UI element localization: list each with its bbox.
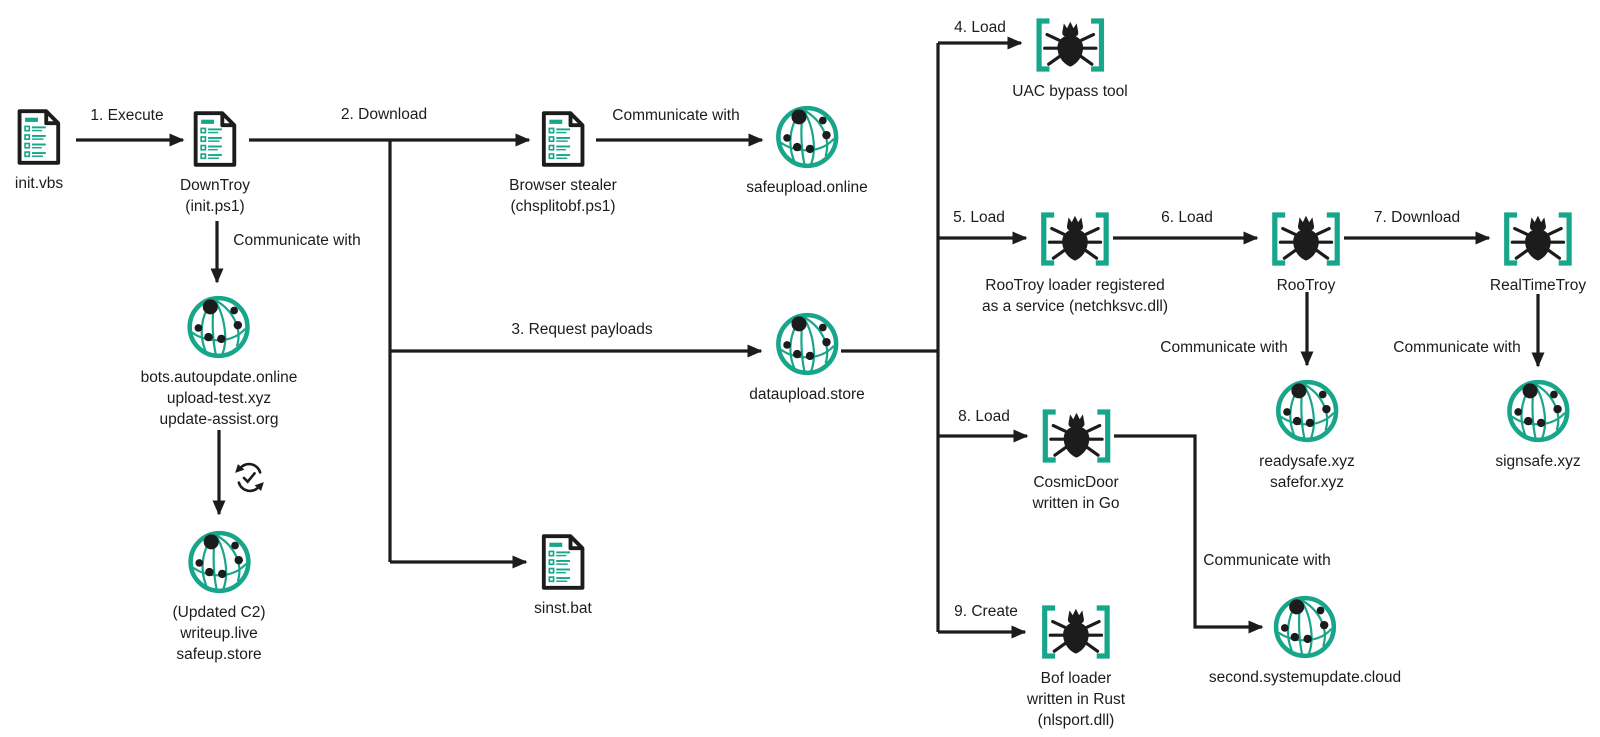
node-downtroy: DownTroy (init.ps1) — [180, 110, 250, 217]
malware-bracket-bug-icon — [1040, 407, 1112, 465]
node-label: second.systemupdate.cloud — [1208, 669, 1402, 686]
malware-bracket-bug-icon — [1034, 16, 1106, 74]
node-rootroy: RooTroy — [1270, 210, 1342, 296]
node-label: CosmicDoor — [1033, 474, 1119, 491]
edge-label-create-bof: 9. Create — [954, 603, 1018, 620]
globe-network-icon — [186, 294, 252, 360]
document-icon — [541, 534, 585, 590]
node-sublabel: as a service (netchksvc.dll) — [981, 298, 1169, 315]
malware-bracket-bug-icon — [1039, 210, 1111, 268]
edge-label-load-uac: 4. Load — [954, 19, 1006, 36]
edge-label-communicate-second: Communicate with — [1203, 552, 1331, 569]
node-label: bots.autoupdate.online — [140, 369, 298, 386]
malware-bracket-bug-icon — [1270, 210, 1342, 268]
edge-label-load-rootroy-loader: 5. Load — [953, 209, 1005, 226]
node-sublabel: (init.ps1) — [185, 198, 245, 215]
node-label: writeup.live — [180, 625, 258, 642]
node-label: safeup.store — [176, 646, 262, 663]
malware-bracket-bug-icon — [1502, 210, 1574, 268]
node-bof-loader: Bof loader written in Rust (nlsport.dll) — [1027, 603, 1125, 731]
node-sublabel: (nlsport.dll) — [1037, 712, 1115, 729]
node-label: sinst.bat — [534, 600, 592, 617]
node-init-vbs: init.vbs — [15, 108, 63, 194]
node-updated-c2: (Updated C2) writeup.live safeup.store — [172, 529, 266, 665]
node-cosmicdoor: CosmicDoor written in Go — [1032, 407, 1120, 514]
node-safeupload: safeupload.online — [746, 104, 868, 198]
node-label: safeupload.online — [746, 179, 868, 196]
node-rootroy-loader: RooTroy loader registered as a service (… — [982, 210, 1168, 317]
node-sublabel: (chsplitobf.ps1) — [510, 198, 616, 215]
node-label: signsafe.xyz — [1495, 453, 1581, 470]
node-label: RooTroy loader registered — [985, 277, 1165, 294]
globe-network-icon — [1274, 378, 1340, 444]
node-c2-domains: bots.autoupdate.online upload-test.xyz u… — [140, 294, 298, 430]
edge-label-load-cosmicdoor: 8. Load — [958, 408, 1010, 425]
node-sublabel: written in Go — [1032, 495, 1120, 512]
edge-label-execute: 1. Execute — [90, 107, 164, 124]
node-browser-stealer: Browser stealer (chsplitobf.ps1) — [509, 110, 617, 217]
node-sinst-bat: sinst.bat — [534, 533, 592, 619]
document-icon — [193, 111, 237, 167]
edge-cosmicdoor-c2 — [1114, 434, 1264, 634]
node-readysafe: readysafe.xyz safefor.xyz — [1259, 378, 1355, 493]
globe-network-icon — [1505, 378, 1571, 444]
node-label: Browser stealer — [509, 177, 617, 194]
refresh-check-icon — [233, 462, 266, 493]
node-label: RooTroy — [1276, 277, 1336, 294]
edge-label-communicate-signsafe: Communicate with — [1393, 339, 1521, 356]
edge-label-request-payloads: 3. Request payloads — [511, 321, 653, 338]
node-uac-bypass: UAC bypass tool — [1012, 16, 1128, 102]
node-label: RealTimeTroy — [1489, 277, 1587, 294]
edge-label-communicate-safeupload: Communicate with — [612, 107, 740, 124]
globe-network-icon — [1272, 594, 1338, 660]
globe-network-icon — [774, 104, 840, 170]
edge-label-communicate-c2: Communicate with — [233, 232, 361, 249]
malware-bracket-bug-icon — [1040, 603, 1112, 661]
node-label: Bof loader — [1040, 670, 1112, 687]
node-label: (Updated C2) — [172, 604, 266, 621]
edge-label-communicate-readysafe: Communicate with — [1160, 339, 1288, 356]
node-second-c2: second.systemupdate.cloud — [1209, 594, 1401, 688]
node-label: DownTroy — [179, 177, 251, 194]
node-label: init.vbs — [14, 175, 64, 192]
node-signsafe: signsafe.xyz — [1495, 378, 1581, 472]
edge-label-download-realtimetroy: 7. Download — [1373, 209, 1461, 226]
globe-network-icon — [186, 529, 252, 595]
node-label: upload-test.xyz — [166, 390, 272, 407]
node-label: readysafe.xyz — [1259, 453, 1355, 470]
node-dataupload: dataupload.store — [749, 311, 865, 405]
edge-label-download: 2. Download — [340, 106, 428, 123]
node-label: update-assist.org — [159, 411, 279, 428]
node-label: dataupload.store — [749, 386, 865, 403]
edge-label-load-rootroy: 6. Load — [1161, 209, 1213, 226]
node-realtimetroy: RealTimeTroy — [1490, 210, 1586, 296]
document-icon — [17, 109, 61, 165]
node-label: UAC bypass tool — [1012, 83, 1128, 100]
document-icon — [541, 111, 585, 167]
node-sublabel: written in Rust — [1026, 691, 1126, 708]
node-label: safefor.xyz — [1269, 474, 1345, 491]
globe-network-icon — [774, 311, 840, 377]
